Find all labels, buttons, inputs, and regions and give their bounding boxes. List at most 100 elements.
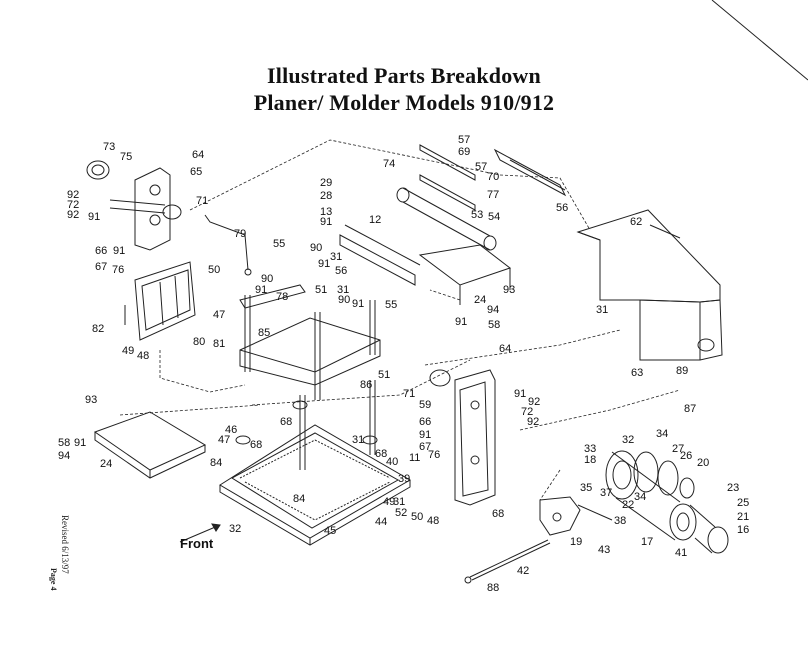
part-callout-75: 75 [120,151,132,163]
part-callout-20: 20 [697,457,709,469]
part-callout-25: 25 [737,497,749,509]
part-callout-91: 91 [514,388,526,400]
part-callout-31: 31 [596,304,608,316]
part-callout-91: 91 [320,216,332,228]
part-callout-67: 67 [419,441,431,453]
part-callout-47: 47 [218,434,230,446]
part-callout-31: 31 [393,496,405,508]
part-callout-91: 91 [419,429,431,441]
part-callout-91: 91 [113,245,125,257]
part-callout-58: 58 [488,319,500,331]
part-callout-11: 11 [409,452,420,464]
part-callout-82: 82 [92,323,104,335]
part-callout-69: 69 [458,146,470,158]
part-callout-39: 39 [398,473,410,485]
revised-date: Revised 6/13/97 [60,515,70,574]
part-callout-68: 68 [280,416,292,428]
part-callout-80: 80 [193,336,205,348]
part-callout-92: 92 [67,209,79,221]
part-callout-65: 65 [190,166,202,178]
column-posts [235,380,378,470]
part-callout-90: 90 [310,242,322,254]
part-callout-33: 33 [584,443,596,455]
page-number: Page 4 [49,568,58,591]
part-callout-55: 55 [385,299,397,311]
part-callout-74: 74 [383,158,395,170]
part-callout-79: 79 [234,228,246,240]
left-side-frame [124,261,196,341]
part-callout-49: 49 [383,496,395,508]
upper-table-frame [418,244,512,305]
part-callout-19: 19 [570,536,582,548]
part-callout-48: 48 [137,350,149,362]
central-carriage [239,284,381,400]
part-callout-51: 51 [315,284,327,296]
part-callout-59: 59 [419,399,431,411]
part-callout-66: 66 [419,416,431,428]
part-callout-34: 34 [634,491,646,503]
upper-left-bracket-assembly [86,160,182,251]
right-side-frame [429,369,496,506]
part-callout-81: 81 [213,338,225,350]
part-callout-62: 62 [630,216,642,228]
cutterhead-assembly [339,144,567,286]
part-callout-68: 68 [250,439,262,451]
part-callout-93: 93 [503,284,515,296]
part-callout-40: 40 [386,456,398,468]
part-callout-64: 64 [499,343,511,355]
part-callout-50: 50 [208,264,220,276]
part-callout-64: 64 [192,149,204,161]
part-callout-93: 93 [85,394,97,406]
part-callout-12: 12 [369,214,381,226]
bed-table [93,411,207,479]
part-callout-76: 76 [112,264,124,276]
part-callout-52: 52 [395,507,407,519]
part-callout-26: 26 [680,450,692,462]
part-callout-90: 90 [338,294,350,306]
part-callout-53: 53 [471,209,483,221]
part-callout-58: 58 [58,437,70,449]
part-callout-22: 22 [622,499,634,511]
part-callout-77: 77 [487,189,499,201]
part-callout-21: 21 [737,511,749,523]
part-callout-13: 13 [320,206,332,218]
part-callout-54: 54 [488,211,500,223]
part-callout-37: 37 [600,487,612,499]
part-callout-29: 29 [320,177,332,189]
part-callout-86: 86 [360,379,372,391]
part-callout-87: 87 [684,403,696,415]
part-callout-32: 32 [229,523,241,535]
part-callout-57: 57 [458,134,470,146]
part-callout-91: 91 [318,258,330,270]
part-callout-91: 91 [255,284,267,296]
gearbox-bracket [539,496,613,536]
part-callout-68: 68 [492,508,504,520]
side-cover-panel [576,209,723,361]
part-callout-32: 32 [622,434,634,446]
part-callout-76: 76 [428,449,440,461]
part-callout-73: 73 [103,141,115,153]
part-callout-91: 91 [352,298,364,310]
part-callout-84: 84 [210,457,222,469]
crank-handle [204,214,252,276]
title-line-2: Planer/ Molder Models 910/912 [253,90,555,115]
part-callout-71: 71 [196,195,208,207]
part-callout-85: 85 [258,327,270,339]
part-callout-24: 24 [474,294,486,306]
part-callout-47: 47 [213,309,225,321]
part-callout-24: 24 [100,458,112,470]
drive-shaft [464,539,551,584]
part-callout-91: 91 [88,211,100,223]
part-callout-72: 72 [67,199,79,211]
part-callout-88: 88 [487,582,499,594]
front-arrow [179,523,221,543]
part-callout-84: 84 [293,493,305,505]
part-callout-91: 91 [455,316,467,328]
part-callout-41: 41 [675,547,687,559]
part-callout-68: 68 [375,448,387,460]
part-callout-70: 70 [487,171,499,183]
part-callout-43: 43 [598,544,610,556]
part-callout-16: 16 [737,524,749,536]
part-callout-18: 18 [584,454,596,466]
